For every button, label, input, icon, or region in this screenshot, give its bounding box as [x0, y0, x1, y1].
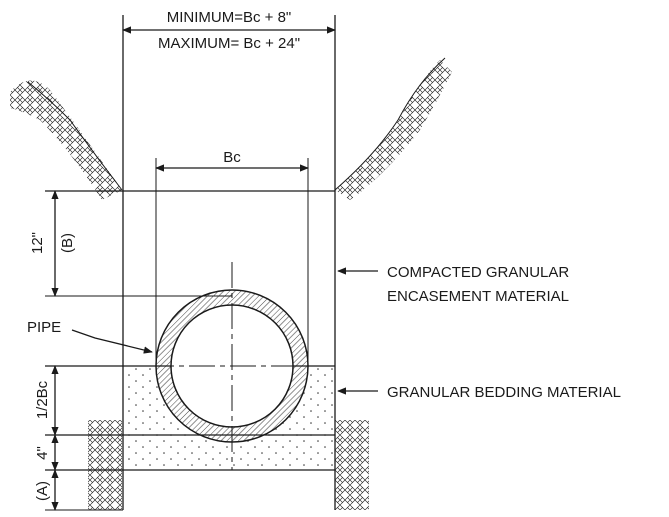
- encasement-callout-line1: COMPACTED GRANULAR: [387, 264, 569, 281]
- maximum-width-label: MAXIMUM= Bc + 24": [158, 35, 300, 52]
- pipe-leader: [71, 329, 153, 354]
- half-bc-label: 1/2Bc: [34, 380, 51, 419]
- soil-right-bottom: [335, 420, 369, 510]
- bedding-callout: GRANULAR BEDDING MATERIAL: [387, 384, 621, 401]
- encasement-callout-line2: ENCASEMENT MATERIAL: [387, 288, 569, 305]
- four-inch-label: 4": [34, 446, 51, 460]
- pipe-callout: PIPE: [27, 319, 61, 336]
- cover-label-12in: 12": [29, 232, 46, 254]
- soil-left-slope: [10, 80, 123, 200]
- bc-label: Bc: [223, 149, 241, 166]
- soil-right-slope: [334, 57, 452, 200]
- cover-label-b: (B): [59, 233, 76, 253]
- soil-left-bottom: [88, 420, 122, 510]
- minimum-width-label: MINIMUM=Bc + 8": [167, 9, 292, 26]
- a-label: (A): [34, 481, 51, 501]
